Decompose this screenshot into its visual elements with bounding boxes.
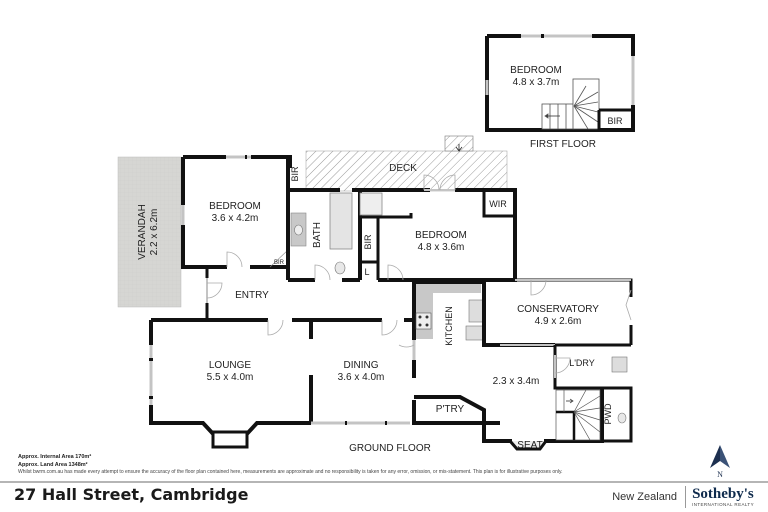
first-floor-label: FIRST FLOOR — [530, 139, 596, 150]
deck-label: DECK — [389, 163, 417, 174]
first-floor-bir-label: BIR — [607, 116, 623, 126]
bedroom-1-bir-small: BIR — [274, 260, 285, 266]
laundry-label: L'DRY — [569, 358, 595, 368]
ground-floor-label: GROUND FLOOR — [349, 443, 431, 454]
north-arrow-icon: N — [710, 445, 730, 478]
property-address: 27 Hall Street, Cambridge — [14, 485, 249, 504]
verandah — [117, 156, 182, 308]
brand-subtitle: INTERNATIONAL REALTY — [692, 501, 754, 507]
kitchen-family: KITCHEN 2.3 x 3.4m P'TRY SEAT — [398, 280, 604, 451]
ground-floor: VERANDAH 2.2 x 6.2m DECK BEDROOM 3.6 x 4… — [117, 135, 633, 454]
fireplace — [211, 430, 249, 449]
wir-label: WIR — [489, 199, 507, 209]
first-floor-bedroom-size: 4.8 x 3.7m — [513, 77, 560, 88]
bedroom-1-size: 3.6 x 4.2m — [212, 213, 259, 224]
first-floor-stairs — [541, 78, 600, 130]
agency-branding: New Zealand Sotheby's INTERNATIONAL REAL… — [612, 486, 754, 508]
cooktop — [415, 312, 432, 330]
pantry-label: P'TRY — [436, 404, 465, 415]
brand-name: Sotheby's — [692, 485, 754, 502]
conservatory-name: CONSERVATORY — [517, 304, 599, 315]
footer-divider — [0, 481, 768, 483]
brand-region: New Zealand — [612, 491, 678, 503]
first-floor: BEDROOM 4.8 x 3.7m BIR FIRST FLOOR — [485, 34, 635, 150]
shower — [359, 192, 383, 216]
laundry-tub — [611, 356, 628, 373]
ground-floor-stairs — [555, 389, 601, 441]
pwd-toilet — [617, 412, 627, 424]
conservatory-size: 4.9 x 2.6m — [535, 316, 582, 327]
dishwasher — [465, 325, 484, 341]
seat-label: SEAT — [517, 440, 542, 451]
floor-plan: BEDROOM 4.8 x 3.7m BIR FIRST FLOOR VERAN… — [117, 34, 635, 454]
conservatory: CONSERVATORY 4.9 x 2.6m — [484, 278, 633, 347]
entry-label: ENTRY — [235, 290, 269, 301]
land-area: Approx. Land Area 1348m² — [18, 462, 88, 468]
dining-size: 3.6 x 4.0m — [338, 372, 385, 383]
bath-label: BATH — [312, 222, 323, 248]
bathroom: BATH — [286, 188, 430, 282]
bedroom-2-name: BEDROOM — [415, 230, 467, 241]
bir-2-label: BIR — [363, 234, 373, 250]
kitchen-sink — [468, 299, 484, 323]
kitchen-label: KITCHEN — [444, 306, 454, 346]
bedroom-1-name: BEDROOM — [209, 201, 261, 212]
toilet — [334, 261, 346, 275]
family-size: 2.3 x 3.4m — [493, 376, 540, 387]
bedroom-1-bir-label: BIR — [290, 166, 300, 182]
lounge-size: 5.5 x 4.0m — [207, 372, 254, 383]
lounge-dining: LOUNGE 5.5 x 4.0m DINING 3.6 x 4.0m — [149, 318, 414, 449]
disclaimer: Whilst bwrm.com.au has made every attemp… — [18, 469, 563, 475]
bedroom-1: BEDROOM 3.6 x 4.2m BIR — [181, 155, 292, 269]
plan-notes: Approx. Internal Area 170m² Approx. Land… — [18, 453, 688, 476]
deck — [305, 150, 508, 192]
bedroom-2-size: 4.8 x 3.6m — [418, 242, 465, 253]
brand-logo: Sotheby's INTERNATIONAL REALTY — [692, 485, 754, 508]
north-label: N — [717, 470, 723, 478]
dining-name: DINING — [344, 360, 379, 371]
brand-divider — [685, 486, 687, 508]
verandah-name: VERANDAH — [137, 204, 148, 260]
powder-label: PWD — [603, 403, 613, 424]
linen-label: L — [364, 267, 369, 277]
lounge-name: LOUNGE — [209, 360, 252, 371]
internal-area: Approx. Internal Area 170m² — [18, 454, 92, 460]
verandah-size: 2.2 x 6.2m — [149, 209, 160, 256]
laundry-stairs-pwd: L'DRY PWD — [553, 345, 633, 443]
bathtub — [329, 192, 353, 250]
entry: ENTRY — [205, 267, 269, 320]
first-floor-bedroom-name: BEDROOM — [510, 65, 562, 76]
